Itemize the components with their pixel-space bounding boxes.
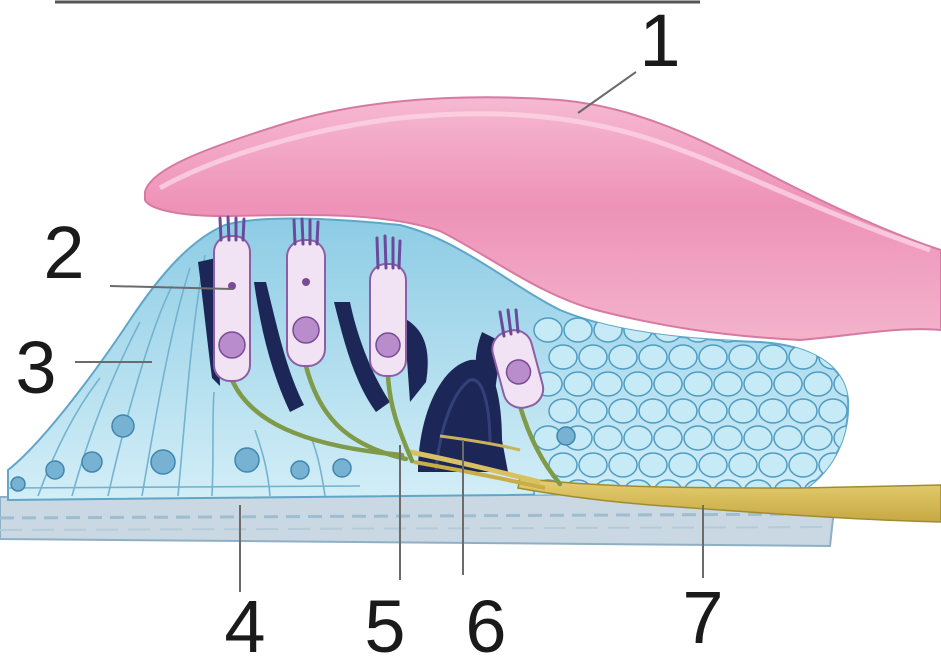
hensen-cell: [609, 345, 637, 369]
hensen-cell: [639, 345, 667, 369]
hensen-cell: [549, 345, 577, 369]
hensen-cell: [639, 399, 667, 423]
hensen-cell: [699, 453, 727, 477]
hensen-cell: [579, 399, 607, 423]
hair-cell-3: [370, 264, 406, 376]
hensen-cell: [669, 399, 697, 423]
hensen-cell: [819, 399, 847, 423]
hensen-cell: [774, 426, 802, 450]
hensen-cell: [759, 345, 787, 369]
hensen-cell: [609, 399, 637, 423]
hensen-cell: [654, 426, 682, 450]
hensen-cell: [834, 426, 862, 450]
hensen-cell: [639, 453, 667, 477]
hensen-cell: [729, 345, 757, 369]
hensen-cell: [759, 399, 787, 423]
hensen-cell: [819, 345, 847, 369]
hensen-cell: [609, 453, 637, 477]
hensen-cell: [699, 399, 727, 423]
hensen-cell: [669, 345, 697, 369]
hensen-cell: [714, 426, 742, 450]
label-7: 7: [682, 576, 723, 658]
hensen-cell: [594, 318, 622, 342]
hensen-cell: [729, 453, 757, 477]
hensen-cell: [594, 372, 622, 396]
label-3: 3: [15, 326, 56, 409]
hair-cell-2: [287, 240, 325, 366]
hensen-cell: [774, 372, 802, 396]
hensen-cell: [729, 399, 757, 423]
hensen-cell: [564, 318, 592, 342]
label-6: 6: [465, 585, 506, 658]
hair-cell-1: [214, 236, 250, 381]
hensen-cell: [534, 318, 562, 342]
hensen-cell: [654, 372, 682, 396]
hensen-cell: [624, 372, 652, 396]
hensen-cell: [834, 372, 862, 396]
hensen-cell: [789, 399, 817, 423]
label-4: 4: [224, 585, 265, 658]
hensen-cell: [564, 372, 592, 396]
hensen-cell: [804, 426, 832, 450]
hensen-cell: [744, 426, 772, 450]
hensen-cell: [699, 345, 727, 369]
label-1: 1: [639, 0, 680, 82]
hensen-cell: [759, 453, 787, 477]
hensen-cell: [714, 372, 742, 396]
hensen-cell: [579, 453, 607, 477]
label-5: 5: [364, 585, 405, 658]
label-2: 2: [43, 211, 84, 294]
hensen-cell: [804, 372, 832, 396]
hensen-cell: [549, 399, 577, 423]
hensen-cell: [669, 453, 697, 477]
hensen-cell: [684, 372, 712, 396]
hensen-cell: [624, 426, 652, 450]
hensen-cell: [789, 453, 817, 477]
hensen-cell: [579, 345, 607, 369]
hensen-cell: [789, 345, 817, 369]
hensen-cell: [744, 372, 772, 396]
hensen-cell: [684, 426, 712, 450]
hensen-cell: [594, 426, 622, 450]
